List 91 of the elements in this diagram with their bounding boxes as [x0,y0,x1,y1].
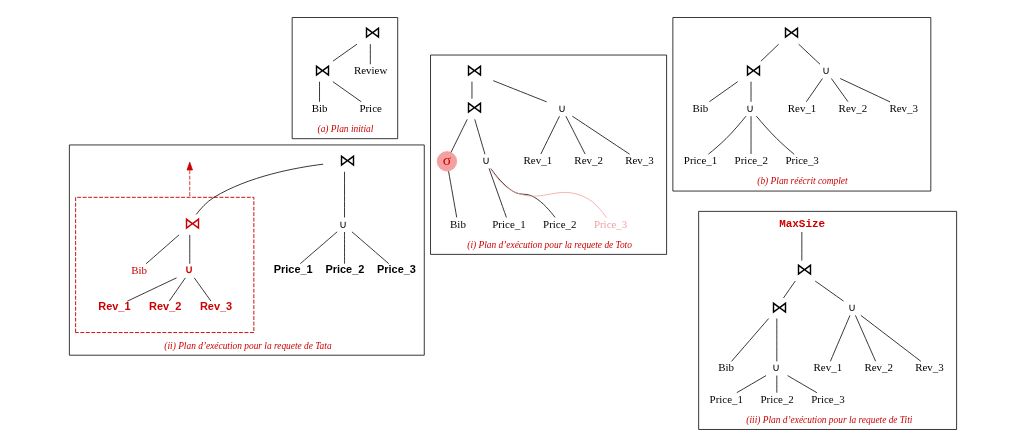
connector [448,170,458,218]
node-text: ∪ [745,101,754,114]
connector [814,280,844,302]
node-text: Price [359,101,382,114]
node-text: Review [353,64,388,77]
node-text: ⋈ [782,23,800,43]
node-text: ⋈ [770,297,788,317]
connector [168,277,186,302]
node-text: Rev_1 [98,300,131,313]
node-text: Price_2 [325,262,365,275]
node-text: Bib [131,263,147,276]
node-text: Bib [718,361,735,374]
node-text: Price_1 [709,392,744,405]
node-text: ∪ [481,154,490,167]
connector [145,234,180,265]
connector [126,277,177,302]
node-text: ∪ [339,217,348,230]
connector [540,115,560,155]
node-text: Rev_2 [149,300,182,313]
node-text: ⋈ [183,214,201,234]
connector [805,78,823,103]
node-text: ∪ [771,361,780,374]
node-text: ∪ [557,101,566,114]
cluster [75,196,255,334]
node-text: Rev_3 [889,101,918,114]
node-text: Price_2 [734,154,769,167]
node-text: ⋈ [795,260,813,280]
connector [787,375,818,394]
connector [783,280,796,299]
node-text: Price_2 [760,392,794,405]
node-text: Rev_2 [864,361,893,374]
node-text: ∪ [821,64,830,77]
node-text: Rev_2 [574,154,603,167]
node-text: ⋈ [364,23,382,43]
connector [490,168,607,218]
connector [474,118,486,155]
node-text: Rev_1 [787,101,817,114]
arrow [186,161,193,198]
node-text: ∪ [847,301,856,314]
node-text: Price_3 [785,154,819,167]
node-circle: σ [436,151,458,172]
node-text: Price_1 [273,262,313,275]
node-text: Rev_3 [199,300,233,313]
node-text: Rev_1 [523,154,553,167]
node-text: ⋈ [313,60,331,80]
connector [492,80,547,103]
connector [344,231,345,265]
connector [488,168,507,218]
node-text: ⋈ [466,60,484,80]
connector [708,115,747,155]
node-text: Rev_3 [625,154,654,167]
node-text: Price_1 [492,217,526,230]
node-text: Rev_1 [813,361,843,374]
connector [490,168,556,218]
connector [450,118,468,153]
node-text: ⋈ [466,98,484,118]
node-text: Price_3 [376,262,416,275]
node-text: Rev_2 [838,101,868,114]
connector [565,115,586,155]
connector [332,81,362,103]
node-text: Price_1 [683,154,718,167]
connector [860,315,922,362]
node-text: ⋈ [338,150,356,170]
node-text: Bib [311,101,328,114]
connector [755,115,795,155]
connector [839,78,891,103]
connector [760,43,780,62]
connector [195,163,324,215]
node-text: Bib [450,217,466,230]
connector [708,81,739,103]
connector [830,315,851,362]
connector [319,81,320,103]
connector [193,277,212,302]
node-text: MaxSize [779,217,826,230]
connector [830,78,849,103]
connector [344,171,345,218]
node-text: Price_3 [593,217,628,230]
connector [351,231,390,265]
node-text: Price_2 [543,217,577,230]
node-text: Bib [692,101,709,114]
connector [731,318,770,362]
node-text: ∪ [185,262,194,275]
connector [299,231,338,265]
connector [571,115,630,155]
node-text: Rev_3 [915,361,944,374]
connector [855,315,876,362]
node-text: Price_3 [811,392,845,405]
node-text: ⋈ [745,60,763,80]
connector [736,375,767,394]
connector [798,43,821,65]
connector [332,43,358,62]
